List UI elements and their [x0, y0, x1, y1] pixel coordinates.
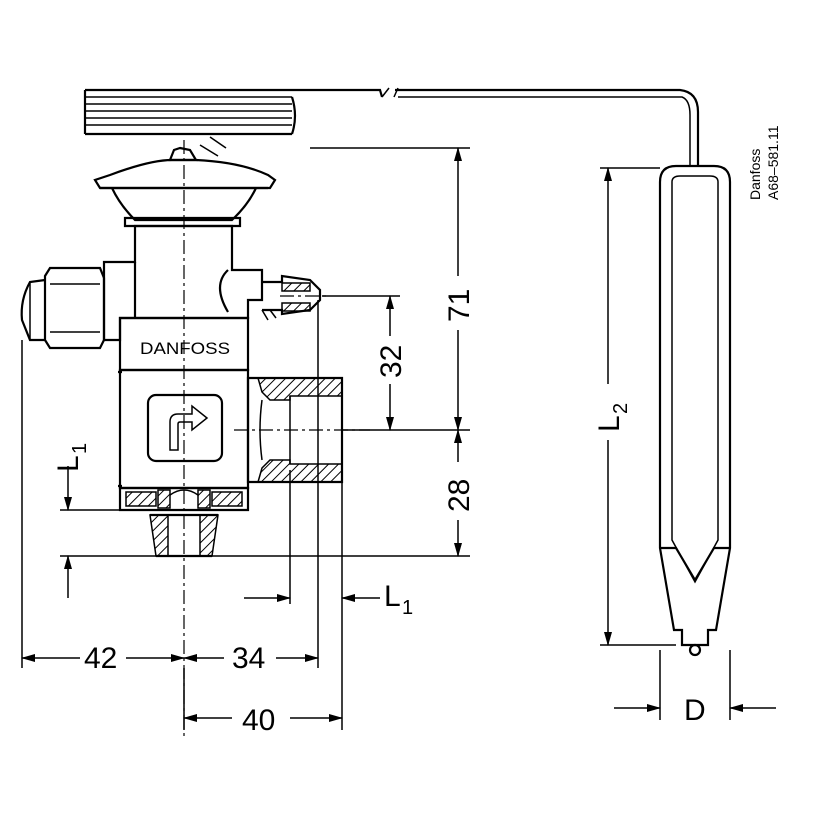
dim-40: 40	[242, 704, 275, 737]
sensor-bulb	[658, 164, 732, 657]
dim-d: D	[684, 694, 706, 727]
dim-32: 32	[375, 345, 408, 378]
dim-l2-sub: 2	[610, 403, 632, 414]
dim-l1-h-sub: 1	[402, 597, 413, 619]
dim-42: 42	[84, 642, 117, 675]
dim-l1-v-sub: 1	[69, 443, 91, 454]
dim-l2-main: L	[593, 415, 626, 432]
dim-l2: L 2	[593, 403, 632, 432]
dim-34: 34	[232, 642, 265, 675]
outlet-connection	[246, 376, 344, 484]
reference-brand: Danfoss	[747, 149, 763, 200]
equalizer-connection	[261, 274, 322, 321]
diaphragm-head	[93, 146, 277, 228]
capillary-coil	[83, 87, 700, 165]
inlet-flare-nut	[20, 266, 106, 350]
dim-l1-vertical: L 1	[52, 443, 91, 472]
reference-code: A68–581.11	[765, 125, 781, 200]
dim-71: 71	[443, 289, 476, 322]
dim-l1-horizontal: L 1	[384, 580, 413, 619]
dim-28: 28	[443, 479, 476, 512]
drawing-reference: Danfoss A68–581.11	[747, 125, 781, 200]
dimension-lines	[21, 147, 776, 730]
dim-l1-v-main: L	[52, 455, 85, 472]
arrow-turn-icon	[169, 404, 209, 451]
dim-l1-h-main: L	[384, 580, 401, 613]
brand-label: DANFOSS	[140, 339, 230, 358]
valve-body: DANFOSS	[102, 224, 264, 490]
